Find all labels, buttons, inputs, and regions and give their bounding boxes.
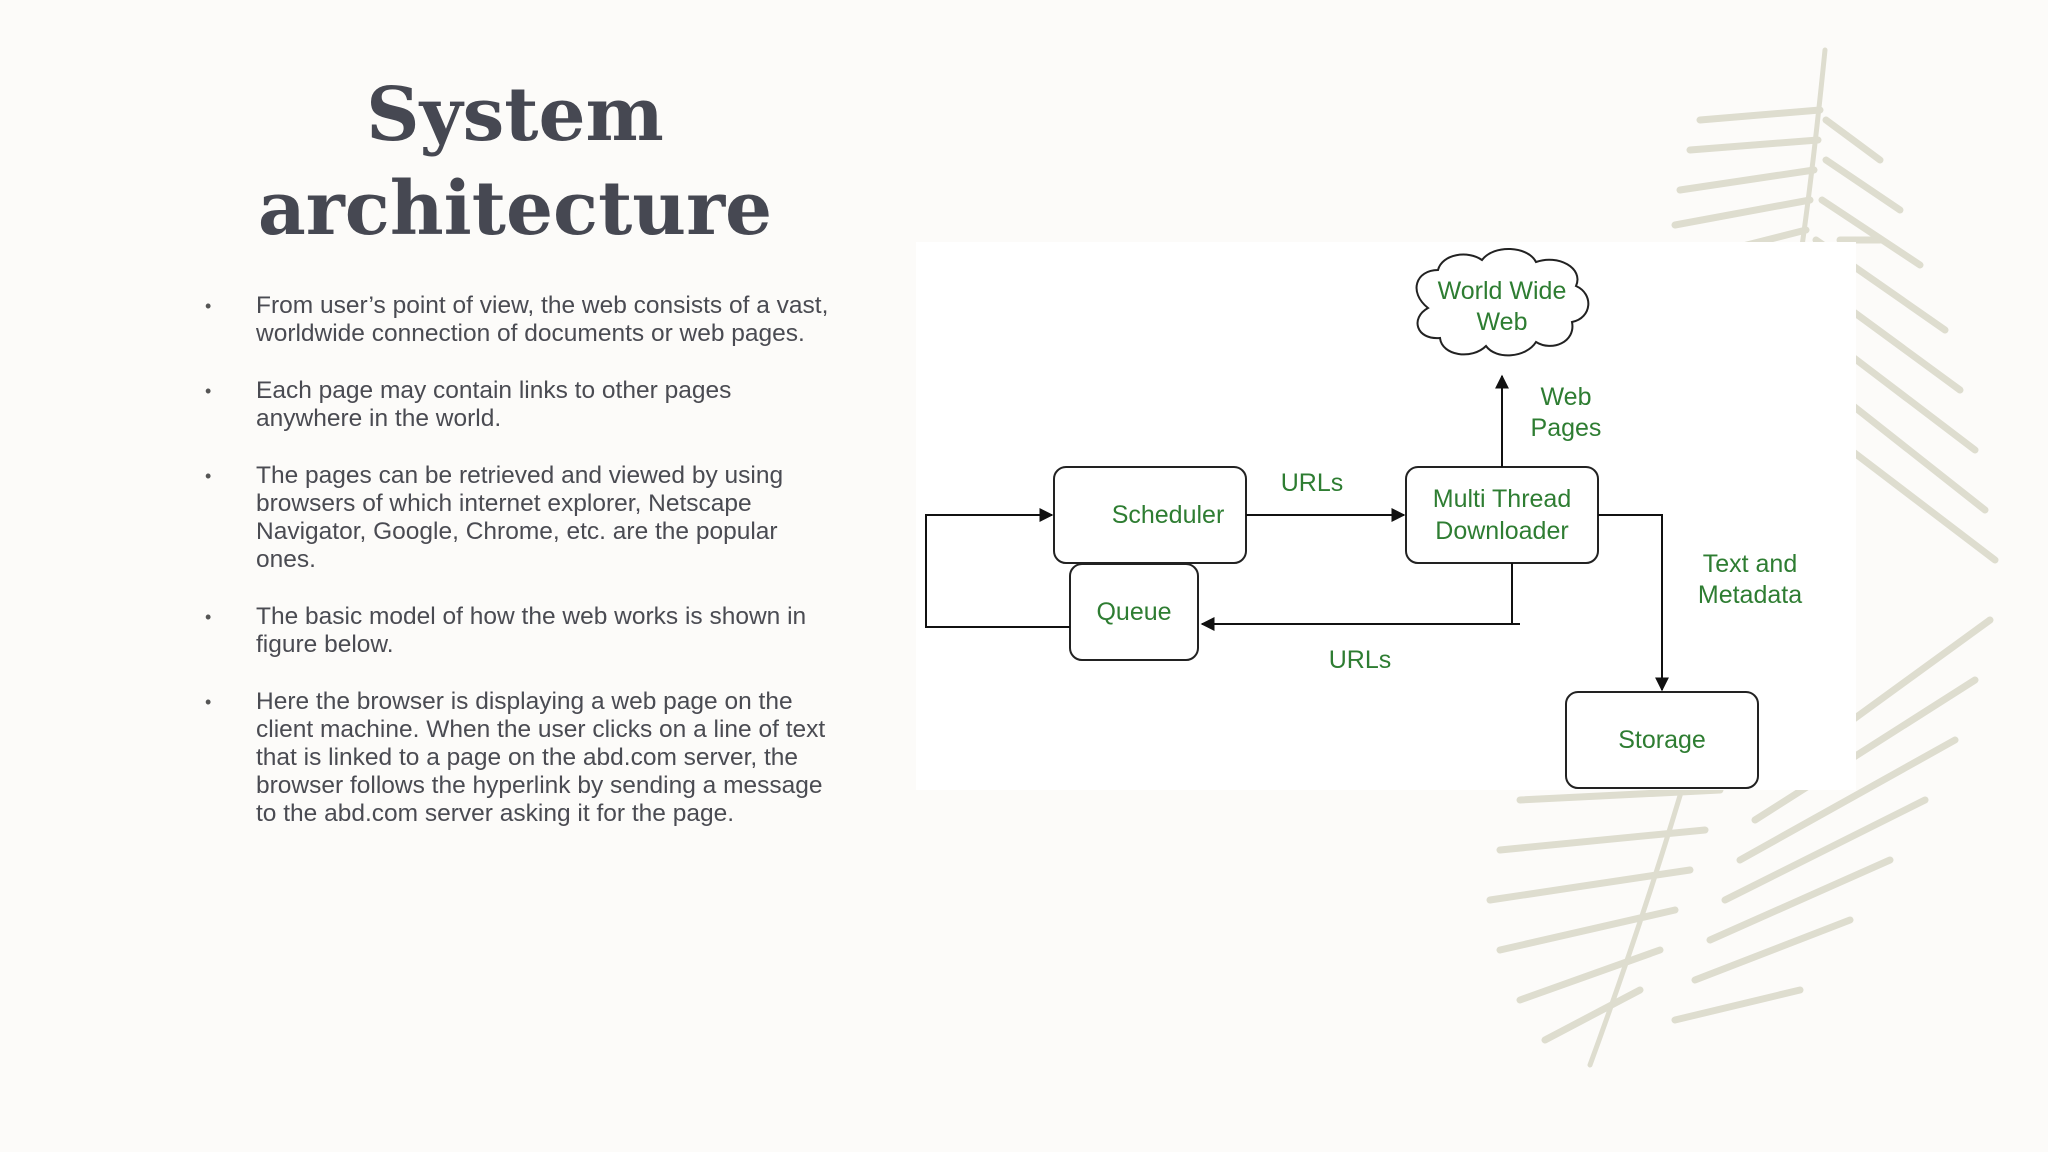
title-line-1: System — [366, 72, 664, 158]
scheduler-label: Scheduler — [1112, 501, 1225, 529]
cloud-shape — [1415, 247, 1590, 357]
bullet-dot: • — [205, 466, 212, 486]
page-title: System architecture — [250, 68, 780, 256]
bullet-item: • The basic model of how the web works is… — [200, 603, 840, 659]
storage-node: Storage — [1565, 691, 1759, 789]
storage-label: Storage — [1618, 726, 1706, 754]
bullet-dot: • — [205, 381, 212, 401]
bullet-text: Each page may contain links to other pag… — [256, 377, 732, 432]
queue-label: Queue — [1096, 598, 1171, 626]
bullet-item: • Each page may contain links to other pa… — [200, 377, 840, 433]
queue-node: Queue — [1069, 563, 1199, 661]
bullet-item: • Here the browser is displaying a web pa… — [200, 688, 840, 828]
arrow-queue-to-scheduler — [925, 508, 1070, 628]
web-pages-label-line-2: Pages — [1531, 414, 1602, 442]
world-wide-web-node: World Wide Web — [1415, 247, 1590, 357]
urls-bottom-label: URLs — [1329, 646, 1392, 674]
downloader-node: Multi Thread Downloader — [1405, 466, 1599, 564]
bullet-dot: • — [205, 607, 212, 627]
arrow-downloader-to-storage — [1598, 514, 1669, 692]
text-metadata-label-line-2: Metadata — [1698, 581, 1802, 609]
text-metadata-label-line-1: Text and — [1703, 550, 1798, 578]
architecture-diagram: World Wide Web Scheduler Queue Multi Thr… — [916, 242, 1856, 790]
bullet-dot: • — [205, 296, 212, 316]
bullet-text: From user’s point of view, the web consi… — [256, 292, 829, 347]
bullet-dot: • — [205, 692, 212, 712]
www-label-line-2: Web — [1477, 308, 1528, 336]
bullet-text: The basic model of how the web works is … — [256, 603, 807, 658]
urls-top-label: URLs — [1281, 469, 1344, 497]
storage-box — [1565, 691, 1759, 789]
downloader-box — [1405, 466, 1599, 564]
downloader-label-line-1: Multi Thread — [1433, 485, 1572, 513]
queue-box — [1069, 563, 1199, 661]
title-line-2: architecture — [257, 166, 773, 252]
diagram-svg: World Wide Web Scheduler Queue Multi Thr… — [925, 247, 1802, 789]
downloader-label-line-2: Downloader — [1435, 517, 1568, 545]
bullet-item: • The pages can be retrieved and viewed b… — [200, 462, 840, 574]
bullet-list: • From user’s point of view, the web cons… — [200, 292, 840, 857]
scheduler-node: Scheduler — [1053, 466, 1247, 564]
bullet-item: • From user’s point of view, the web cons… — [200, 292, 840, 348]
arrow-downloader-to-queue — [1200, 563, 1513, 631]
www-label-line-1: World Wide — [1438, 277, 1567, 305]
bullet-text: The pages can be retrieved and viewed by… — [256, 462, 784, 573]
bullet-text: Here the browser is displaying a web pag… — [256, 688, 826, 827]
web-pages-label-line-1: Web — [1541, 383, 1592, 411]
